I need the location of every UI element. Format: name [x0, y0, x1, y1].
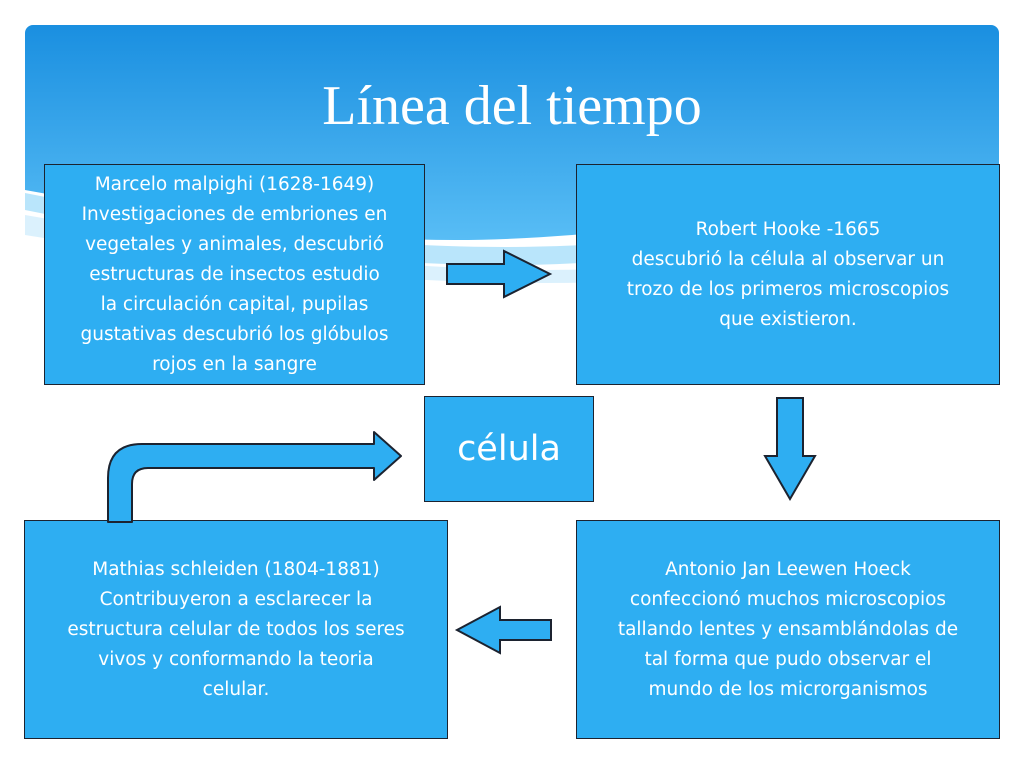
malpighi-text: Marcelo malpighi (1628-1649) Investigaci…	[80, 173, 389, 375]
bent-arrow-up-right-icon	[107, 431, 402, 523]
schleiden-box: Mathias schleiden (1804-1881) Contribuye…	[24, 520, 448, 739]
hooke-box: Robert Hooke -1665 descubrió la célula a…	[576, 164, 1000, 385]
slide-title: Línea del tiempo	[322, 75, 702, 137]
arrow-left-icon	[454, 605, 552, 655]
leewen-text: Antonio Jan Leewen Hoeck confeccionó muc…	[617, 558, 959, 700]
celula-label: célula	[457, 428, 561, 469]
celula-box: célula	[424, 396, 594, 502]
schleiden-text: Mathias schleiden (1804-1881) Contribuye…	[67, 558, 405, 700]
arrow-right-icon	[446, 249, 553, 299]
hooke-text: Robert Hooke -1665 descubrió la célula a…	[626, 218, 950, 330]
leewen-box: Antonio Jan Leewen Hoeck confeccionó muc…	[576, 520, 1000, 739]
arrow-down-icon	[763, 397, 817, 501]
malpighi-box: Marcelo malpighi (1628-1649) Investigaci…	[44, 164, 425, 385]
